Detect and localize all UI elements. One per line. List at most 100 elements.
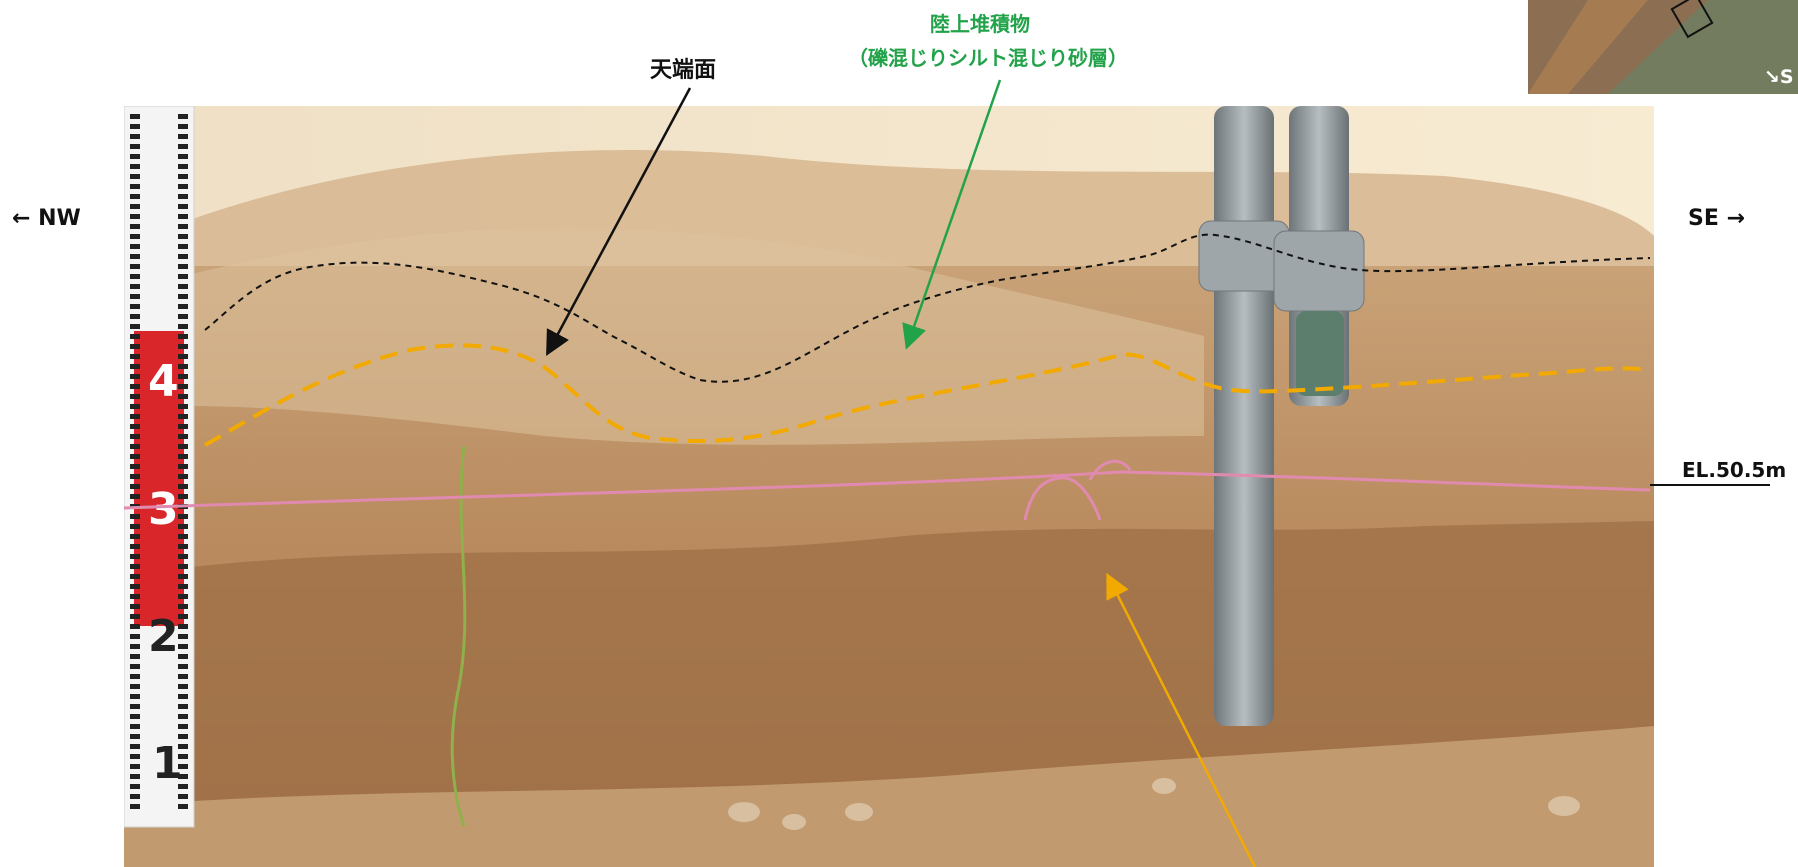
staff-tick	[130, 614, 140, 619]
staff-tick	[178, 644, 188, 649]
staff-tick	[130, 684, 140, 689]
staff-tick	[130, 544, 140, 549]
staff-tick	[130, 324, 140, 329]
staff-tick	[178, 594, 188, 599]
staff-tick	[130, 644, 140, 649]
staff-digit-2: 2	[148, 611, 179, 662]
staff-tick	[130, 284, 140, 289]
staff-tick	[130, 704, 140, 709]
direction-se-label: SE →	[1688, 206, 1745, 231]
staff-tick	[130, 224, 140, 229]
staff-tick	[178, 194, 188, 199]
staff-tick	[178, 154, 188, 159]
staff-tick	[178, 234, 188, 239]
staff-tick	[178, 694, 188, 699]
staff-tick	[130, 364, 140, 369]
staff-tick	[130, 674, 140, 679]
staff-tick	[130, 254, 140, 259]
staff-tick	[178, 574, 188, 579]
staff-tick	[178, 414, 188, 419]
staff-tick	[178, 754, 188, 759]
staff-tick	[178, 684, 188, 689]
staff-tick	[178, 124, 188, 129]
staff-tick	[178, 514, 188, 519]
staff-tick	[178, 714, 188, 719]
staff-tick	[130, 734, 140, 739]
staff-tick	[130, 424, 140, 429]
staff-tick	[130, 534, 140, 539]
staff-tick	[178, 164, 188, 169]
staff-tick	[178, 344, 188, 349]
staff-tick	[178, 454, 188, 459]
staff-tick	[130, 664, 140, 669]
staff-tick	[178, 254, 188, 259]
staff-tick	[130, 164, 140, 169]
staff-tick	[178, 424, 188, 429]
staff-tick	[130, 774, 140, 779]
staff-tick	[178, 724, 188, 729]
pipe-green-cap	[1296, 311, 1344, 396]
staff-digit-1: 1	[152, 738, 183, 789]
staff-tick	[130, 494, 140, 499]
trench-wall-photo: 4 3 2 1	[124, 106, 1654, 867]
staff-tick	[130, 574, 140, 579]
staff-tick	[130, 454, 140, 459]
staff-tick	[130, 374, 140, 379]
staff-tick	[130, 124, 140, 129]
staff-tick	[178, 764, 188, 769]
staff-tick	[178, 654, 188, 659]
staff-tick	[130, 184, 140, 189]
staff-tick	[178, 734, 188, 739]
deposit-description-label: （礫混じりシルト混じり砂層）	[848, 46, 1128, 70]
staff-tick	[178, 434, 188, 439]
staff-tick	[178, 524, 188, 529]
staff-tick	[130, 524, 140, 529]
staff-tick	[130, 114, 140, 119]
staff-tick	[178, 464, 188, 469]
staff-tick	[130, 354, 140, 359]
staff-tick	[178, 214, 188, 219]
staff-tick	[130, 804, 140, 809]
inset-selection-box	[1670, 0, 1714, 39]
staff-tick	[178, 114, 188, 119]
staff-tick	[178, 204, 188, 209]
staff-tick	[178, 794, 188, 799]
staff-tick	[130, 344, 140, 349]
staff-tick	[130, 394, 140, 399]
staff-tick	[130, 554, 140, 559]
staff-tick	[178, 784, 188, 789]
staff-tick	[178, 444, 188, 449]
staff-tick	[130, 334, 140, 339]
staff-tick	[130, 564, 140, 569]
staff-tick	[178, 544, 188, 549]
staff-tick	[178, 404, 188, 409]
staff-tick	[130, 504, 140, 509]
staff-tick	[178, 184, 188, 189]
staff-tick	[130, 654, 140, 659]
staff-tick	[130, 474, 140, 479]
staff-tick	[130, 584, 140, 589]
direction-nw-label: ← NW	[12, 206, 81, 231]
staff-tick	[178, 604, 188, 609]
staff-digit-4: 4	[148, 356, 179, 407]
loose-soil-floor	[124, 726, 1654, 867]
staff-tick	[130, 384, 140, 389]
staff-tick	[130, 144, 140, 149]
leveling-staff: 4 3 2 1	[124, 106, 195, 828]
staff-tick	[178, 534, 188, 539]
staff-tick	[178, 554, 188, 559]
staff-tick	[130, 464, 140, 469]
staff-tick	[130, 634, 140, 639]
staff-tick	[130, 784, 140, 789]
staff-tick	[178, 584, 188, 589]
inset-direction-label: ↘S	[1764, 66, 1794, 88]
staff-tick	[130, 404, 140, 409]
staff-tick	[130, 754, 140, 759]
staff-tick	[130, 694, 140, 699]
staff-tick	[178, 284, 188, 289]
staff-tick	[130, 764, 140, 769]
pipe-left	[1214, 106, 1274, 726]
staff-tick	[178, 564, 188, 569]
staff-tick	[130, 294, 140, 299]
staff-tick	[130, 714, 140, 719]
